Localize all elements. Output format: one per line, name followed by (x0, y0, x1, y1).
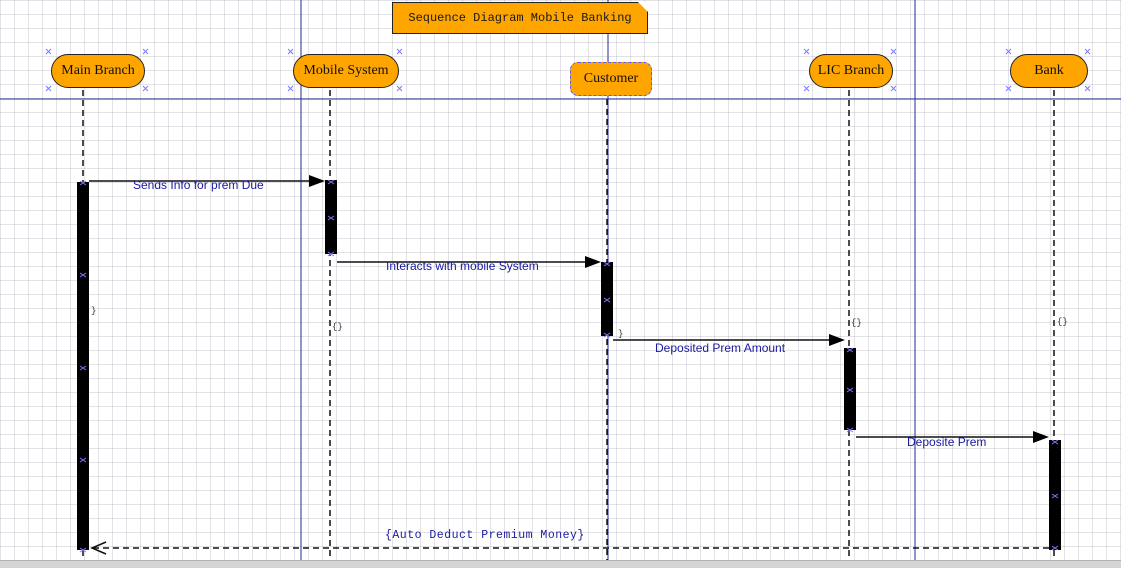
message-arrowhead-4 (1033, 431, 1049, 443)
message-label-1[interactable]: Sends Info for prem Due (133, 178, 264, 192)
message-return-arrowhead-5 (90, 541, 107, 555)
actor-label: Mobile System (303, 63, 389, 78)
actor-customer[interactable]: Customer (570, 62, 652, 96)
horizontal-scrollbar[interactable] (0, 560, 1121, 568)
activation-main-branch (77, 182, 89, 550)
constraint-mark-lic-branch: {} (851, 318, 862, 328)
activation-bank (1049, 440, 1061, 550)
actor-bank[interactable]: Bank (1010, 54, 1088, 88)
activation-lic-branch (844, 348, 856, 430)
diagram-title-note[interactable]: Sequence Diagram Mobile Banking (392, 2, 648, 34)
actor-label: Bank (1034, 63, 1064, 78)
message-label-4[interactable]: Deposite Prem (907, 435, 987, 449)
message-arrowhead-3 (829, 334, 845, 346)
message-label-2[interactable]: Interacts with mobile System (386, 259, 539, 273)
constraint-mark-mobile-system: {} (332, 322, 343, 332)
constraint-mark-bank: {} (1057, 317, 1068, 327)
constraint-mark-main-branch: } (91, 306, 97, 316)
actor-label: Main Branch (61, 63, 135, 78)
actor-lic-branch[interactable]: LIC Branch (809, 54, 893, 88)
activation-mobile-system (325, 180, 337, 254)
message-arrowhead-2 (585, 256, 601, 268)
message-arrowhead-1 (309, 175, 325, 187)
actor-main-branch[interactable]: Main Branch (51, 54, 145, 88)
message-label-3[interactable]: Deposited Prem Amount (655, 341, 786, 355)
actor-mobile-system[interactable]: Mobile System (293, 54, 399, 88)
actor-label: Customer (583, 71, 639, 86)
message-label-5[interactable]: {Auto Deduct Premium Money} (385, 529, 585, 542)
activation-customer (601, 262, 613, 336)
diagram-title: Sequence Diagram Mobile Banking (408, 11, 632, 25)
constraint-mark-customer: } (618, 329, 624, 339)
actor-label: LIC Branch (817, 63, 885, 78)
